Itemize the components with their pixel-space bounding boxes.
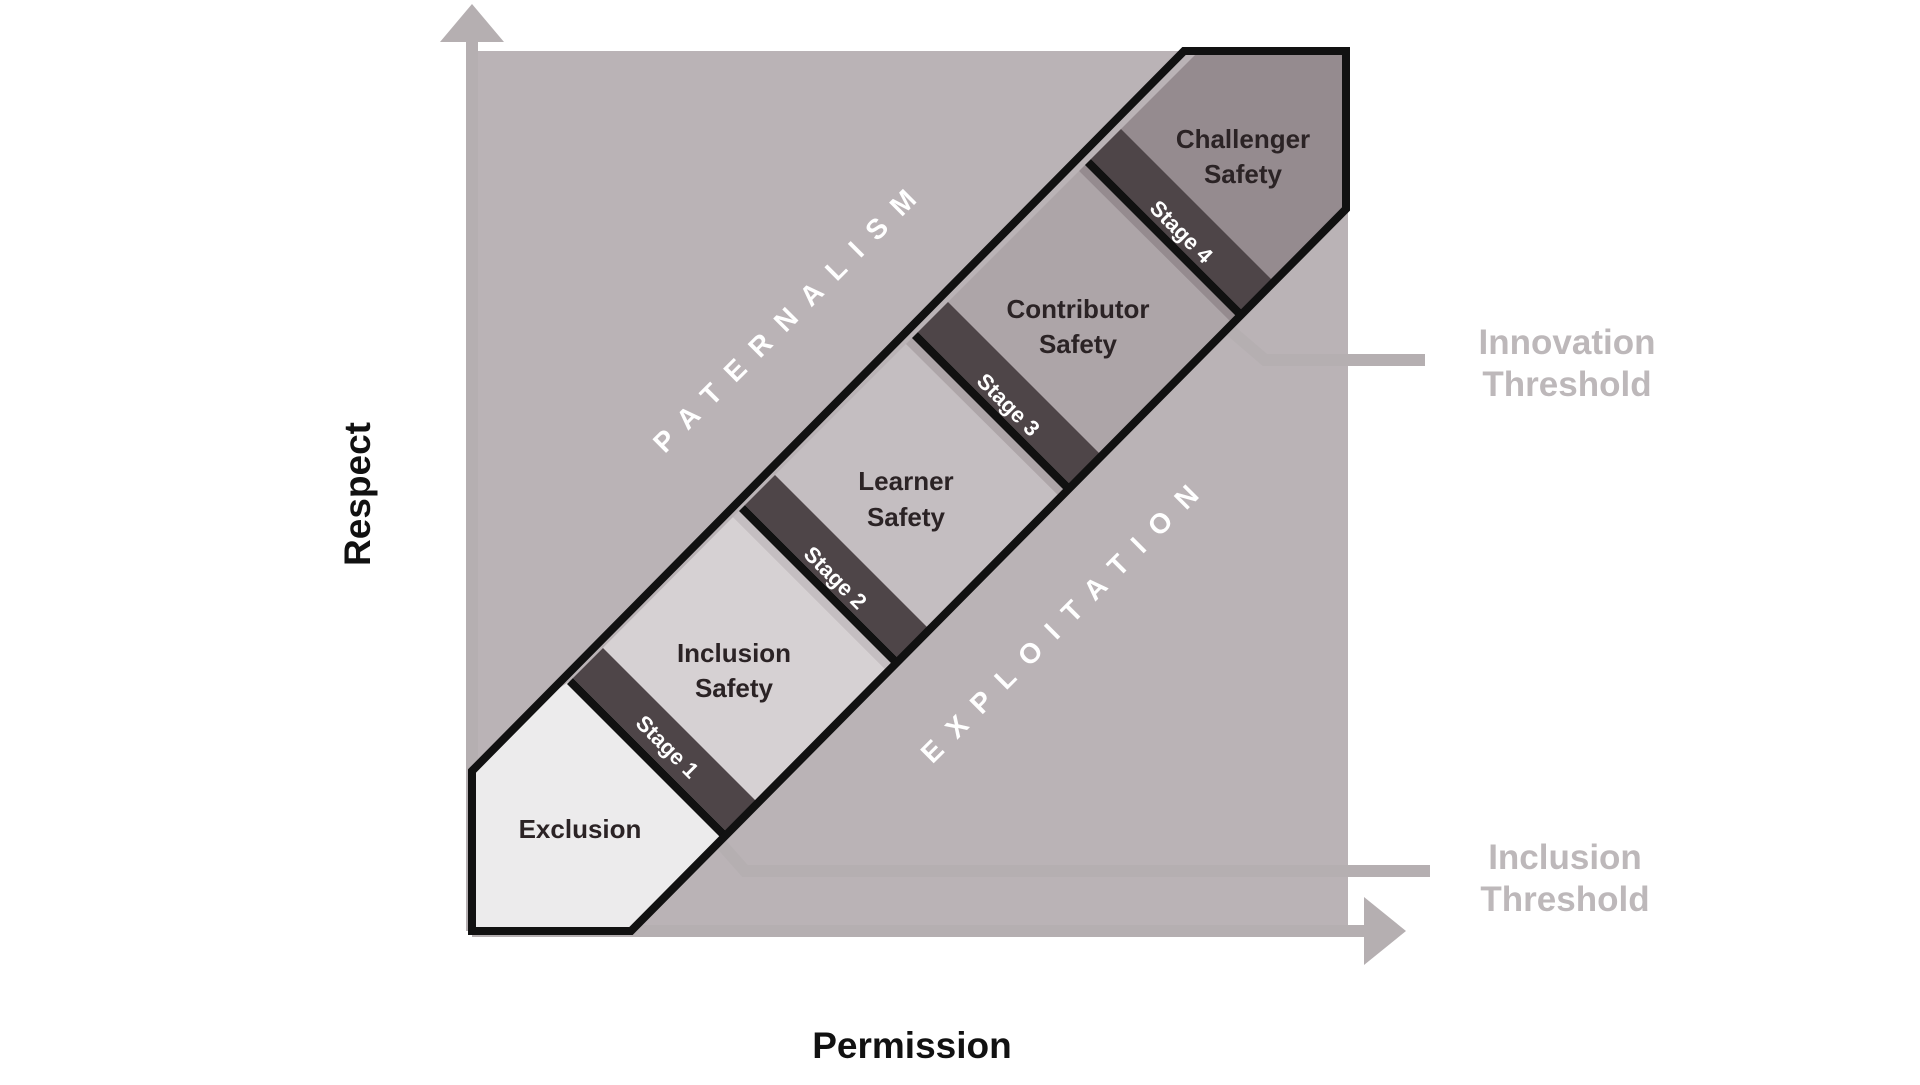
ribbon-outline xyxy=(468,47,1350,935)
stage-2-band xyxy=(745,475,949,679)
inclusion-threshold-label-line2: Threshold xyxy=(1480,880,1649,919)
challenger-safety-label-line2: Safety xyxy=(1204,159,1283,189)
x-axis-arrow-icon xyxy=(1364,897,1406,965)
stage-3-band xyxy=(918,302,1122,506)
inclusion-threshold-line xyxy=(717,841,1430,877)
contributor-safety-label-line2: Safety xyxy=(1039,329,1118,359)
x-axis-label: Permission xyxy=(812,1025,1011,1066)
stage-4-band xyxy=(1091,129,1295,333)
y-axis-arrow-icon xyxy=(440,4,504,42)
stage-1-band xyxy=(573,648,781,856)
challenger-safety-label-line1: Challenger xyxy=(1176,124,1310,154)
y-axis-label: Respect xyxy=(337,422,378,566)
learner-safety-label-line2: Safety xyxy=(867,502,946,532)
exclusion-label: Exclusion xyxy=(519,814,642,844)
learner-safety-label-line1: Learner xyxy=(858,466,953,496)
inclusion-safety-label-line1: Inclusion xyxy=(677,638,791,668)
region-learner-safety xyxy=(733,344,1075,686)
innovation-threshold-label-line1: Innovation xyxy=(1479,323,1656,362)
region-contributor-safety xyxy=(906,171,1248,512)
innovation-threshold-line xyxy=(1226,325,1425,366)
inclusion-safety-label-line2: Safety xyxy=(695,673,774,703)
region-exclusion xyxy=(472,681,738,931)
contributor-safety-label-line1: Contributor xyxy=(1007,294,1150,324)
innovation-threshold-label-line2: Threshold xyxy=(1482,365,1651,404)
inclusion-threshold-label-line1: Inclusion xyxy=(1488,838,1642,877)
